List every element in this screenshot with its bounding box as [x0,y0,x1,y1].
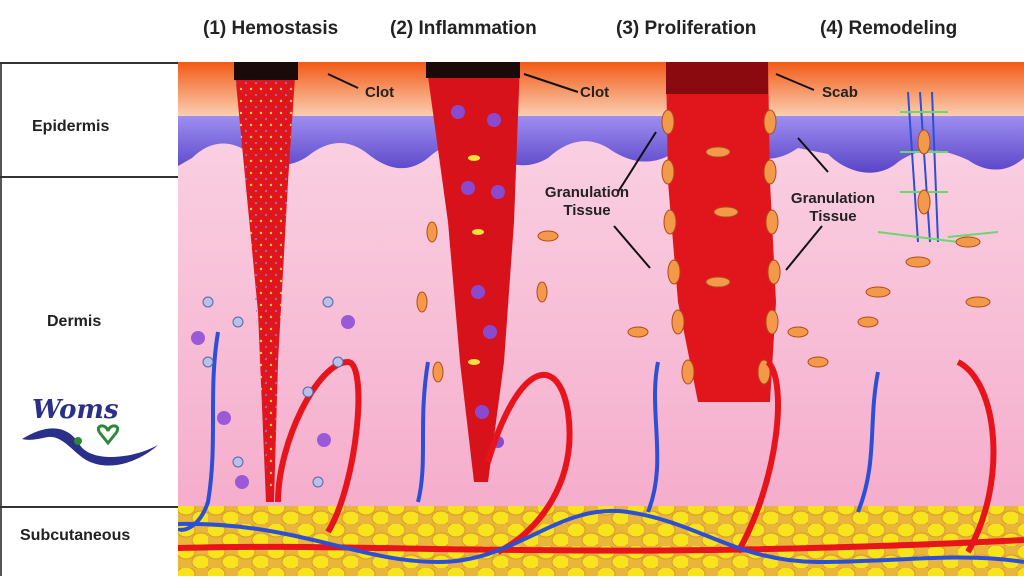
logo-text: Woms [32,395,119,425]
layer-label-epidermis: Epidermis [32,118,110,135]
layer-label-panel: Epidermis Dermis Subcutaneous Woms [0,0,178,576]
granulation-tissue-label-left: Granulation Tissue [544,184,630,219]
stage-title-remodeling: (4) Remodeling [820,18,958,39]
divider [0,62,178,64]
woms-logo: Woms [18,395,168,475]
stage-title-inflammation: (2) Inflammation [390,18,537,39]
stage-title-hemostasis: (1) Hemostasis [203,18,339,39]
layer-label-dermis: Dermis [47,313,102,330]
panel-border [0,62,2,576]
logo-swoosh-icon [22,424,158,466]
clot-label-inflammation: Clot [580,84,610,101]
divider [0,506,178,508]
skin-cross-section [176,62,1024,576]
divider [0,176,178,178]
layer-label-subcutaneous: Subcutaneous [20,527,131,544]
wound-healing-diagram: Clot Clot Scab Granulation Tissue Granul… [176,62,1024,576]
scab-label: Scab [822,84,858,101]
granulation-tissue-label-right: Granulation Tissue [790,190,876,225]
clot-label-hemostasis: Clot [365,84,395,101]
stage-title-proliferation: (3) Proliferation [616,18,757,39]
